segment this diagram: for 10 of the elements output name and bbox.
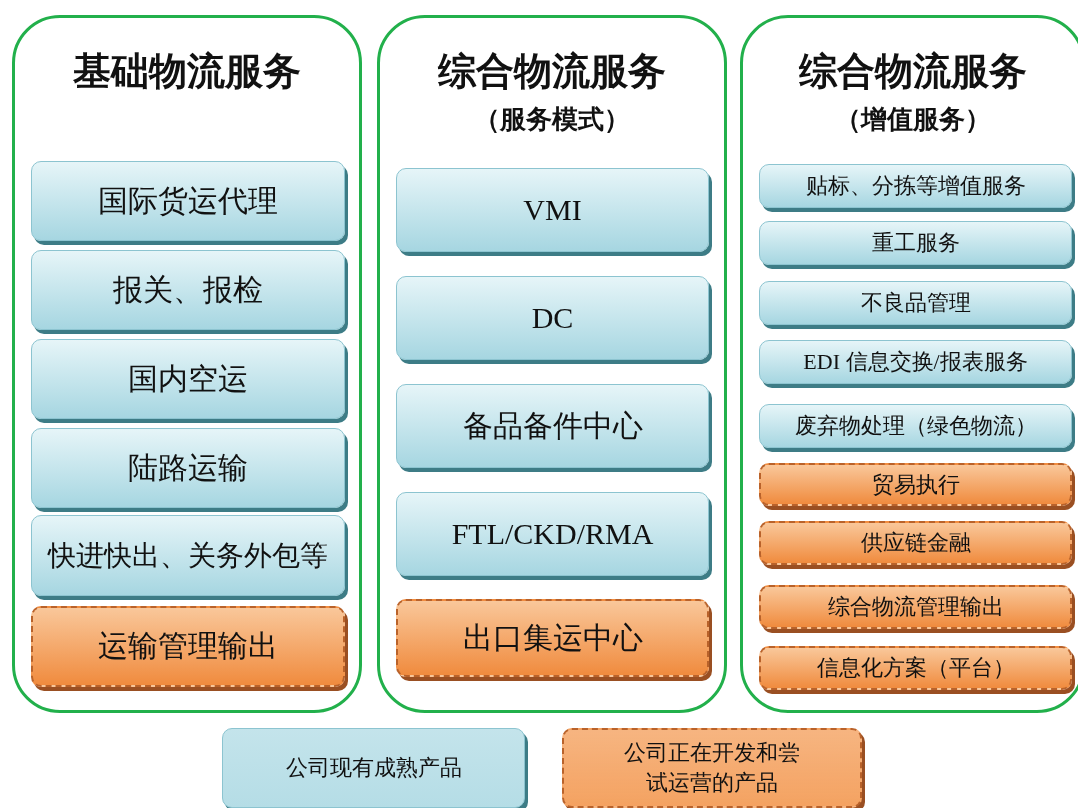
legend-swatch: 公司现有成熟产品 xyxy=(222,728,525,808)
panel-title: 基础物流服务 xyxy=(72,48,302,95)
service-panel xyxy=(377,15,727,713)
panel-title: 综合物流服务 xyxy=(797,48,1028,95)
panel-subtitle: （服务模式） xyxy=(473,103,631,136)
service-panel xyxy=(740,15,1078,713)
legend-swatch: 公司正在开发和尝试运营的产品 xyxy=(562,728,862,808)
panel-title: 综合物流服务 xyxy=(437,48,667,95)
service-panel xyxy=(12,15,362,713)
panel-subtitle: （增值服务） xyxy=(833,103,992,136)
